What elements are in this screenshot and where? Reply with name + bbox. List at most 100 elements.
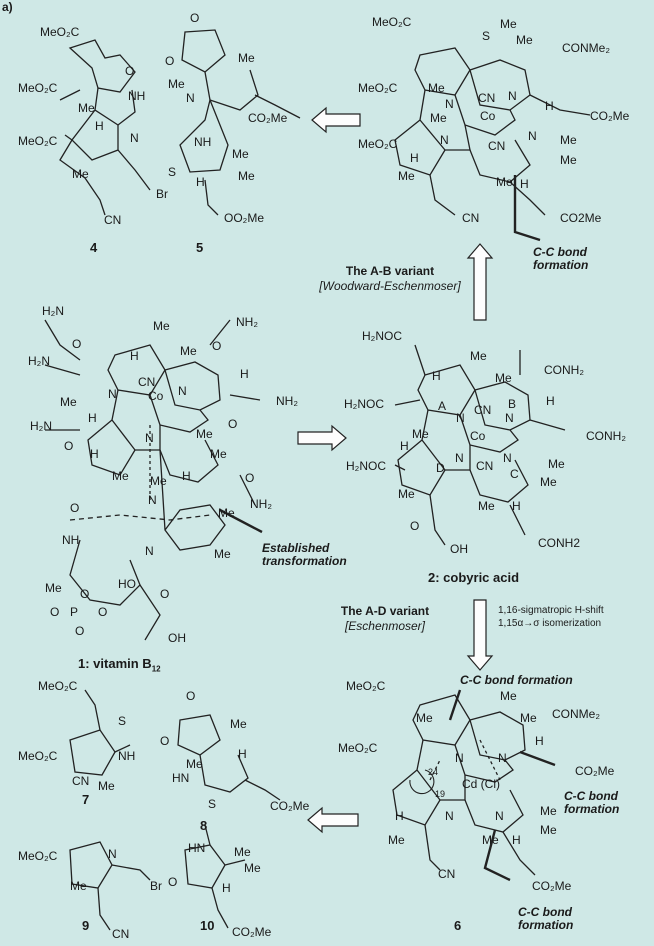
label-h2noc: H₂NOC: [362, 329, 402, 343]
label-o: O: [186, 689, 196, 703]
label-me: Me: [430, 111, 447, 125]
label-me: Me: [214, 547, 231, 561]
label-me: Me: [196, 427, 213, 441]
compound-10-label: 10: [200, 918, 215, 933]
label-meo2c: MeO₂C: [18, 749, 58, 763]
label-24: 24: [428, 767, 439, 777]
label-meo2c: MeO₂C: [18, 81, 58, 95]
label-h: H: [546, 394, 555, 408]
label-me: Me: [153, 319, 170, 333]
label-meo2c: MeO₂C: [38, 679, 78, 693]
label-o: O: [64, 439, 74, 453]
panel-label: a): [2, 0, 13, 14]
label-s: S: [118, 714, 127, 728]
label-n: N: [108, 847, 117, 861]
label-cn: CN: [478, 91, 496, 105]
label-o: O: [410, 519, 420, 533]
ring-label-b: B: [508, 397, 517, 411]
label-me: Me: [560, 153, 577, 167]
label-cn: CN: [104, 213, 122, 227]
label-me: Me: [398, 169, 415, 183]
structure-4: [59, 39, 151, 216]
compound-2-label: 2: cobyric acid: [428, 570, 520, 585]
label-cn: CN: [112, 927, 130, 941]
label-cd-cl: Cd (Cl): [462, 777, 500, 791]
variant-ab-title: The A-B variant: [345, 264, 435, 278]
label-h: H: [88, 411, 97, 425]
label-co2me: CO₂Me: [232, 925, 272, 939]
label-n: N: [455, 751, 464, 765]
label-cn: CN: [438, 867, 456, 881]
label-meo2c: MeO₂C: [338, 741, 378, 755]
label-me: Me: [218, 506, 235, 520]
label-me: Me: [428, 81, 445, 95]
label-me: Me: [210, 447, 227, 461]
label-n: N: [145, 431, 154, 445]
label-nh2: NH₂: [236, 315, 258, 329]
note-text: formation: [533, 258, 589, 272]
compound-5-label: 5: [196, 240, 204, 255]
label-co2me: CO₂Me: [248, 111, 288, 125]
label-br: Br: [150, 879, 162, 893]
label-me: Me: [168, 77, 185, 91]
note-cc-bond-formation: C-C bond formation: [460, 673, 573, 687]
arrow-up: [466, 243, 494, 321]
label-o: O: [75, 624, 85, 638]
label-h: H: [535, 734, 544, 748]
label-co: Co: [148, 389, 164, 403]
label-nh: NH: [194, 135, 212, 149]
label-n: N: [508, 89, 517, 103]
label-o: O: [80, 587, 90, 601]
note-text: 1,16-sigmatropic H-shift: [498, 605, 604, 616]
label-cn: CN: [138, 375, 156, 389]
label-me: Me: [112, 469, 129, 483]
label-hn: HN: [188, 841, 206, 855]
note-text: formation: [518, 918, 574, 932]
structure-10: [184, 824, 246, 929]
label-nh2: NH₂: [250, 497, 272, 511]
label-h: H: [222, 881, 231, 895]
label-co2me: CO2Me: [560, 211, 602, 225]
label-me: Me: [98, 779, 115, 793]
label-h2n: H₂N: [42, 304, 64, 318]
label-cn: CN: [72, 774, 90, 788]
variant-ab-subtitle: [Woodward-Eschenmoser]: [319, 279, 461, 293]
label-h2noc: H₂NOC: [346, 459, 386, 473]
label-h2n: H₂N: [30, 419, 52, 433]
label-me: Me: [500, 17, 517, 31]
label-me: Me: [516, 33, 533, 47]
label-me: Me: [482, 833, 499, 847]
label-me: Me: [180, 344, 197, 358]
structure-vitamin-b12: [44, 319, 263, 641]
note-text: transformation: [262, 554, 347, 568]
label-h: H: [182, 469, 191, 483]
label-me: Me: [388, 833, 405, 847]
label-h: H: [400, 439, 409, 453]
compound-4-label: 4: [90, 240, 98, 255]
label-h: H: [95, 119, 104, 133]
label-cn: CN: [488, 139, 506, 153]
label-n: N: [186, 91, 195, 105]
note-text: C-C bond: [564, 789, 618, 803]
label-nh: NH: [62, 533, 80, 547]
label-me: Me: [45, 581, 62, 595]
label-o: O: [160, 587, 170, 601]
note-text: Established: [262, 541, 330, 555]
label-co2me: CO₂Me: [532, 879, 572, 893]
label-me: Me: [70, 879, 87, 893]
label-h: H: [512, 833, 521, 847]
label-meo2c: MeO₂C: [358, 137, 398, 151]
variant-ad: The A-D variant [Eschenmoser]: [300, 604, 470, 634]
label-me: Me: [540, 475, 557, 489]
label-h: H: [240, 367, 249, 381]
arrow-left-top: [311, 106, 361, 134]
variant-ad-subtitle: [Eschenmoser]: [344, 619, 426, 633]
label-meo2c: MeO₂C: [18, 134, 58, 148]
label-p: P: [70, 605, 79, 619]
label-oh: OH: [450, 542, 468, 556]
label-me: Me: [230, 717, 247, 731]
label-me: Me: [234, 845, 251, 859]
